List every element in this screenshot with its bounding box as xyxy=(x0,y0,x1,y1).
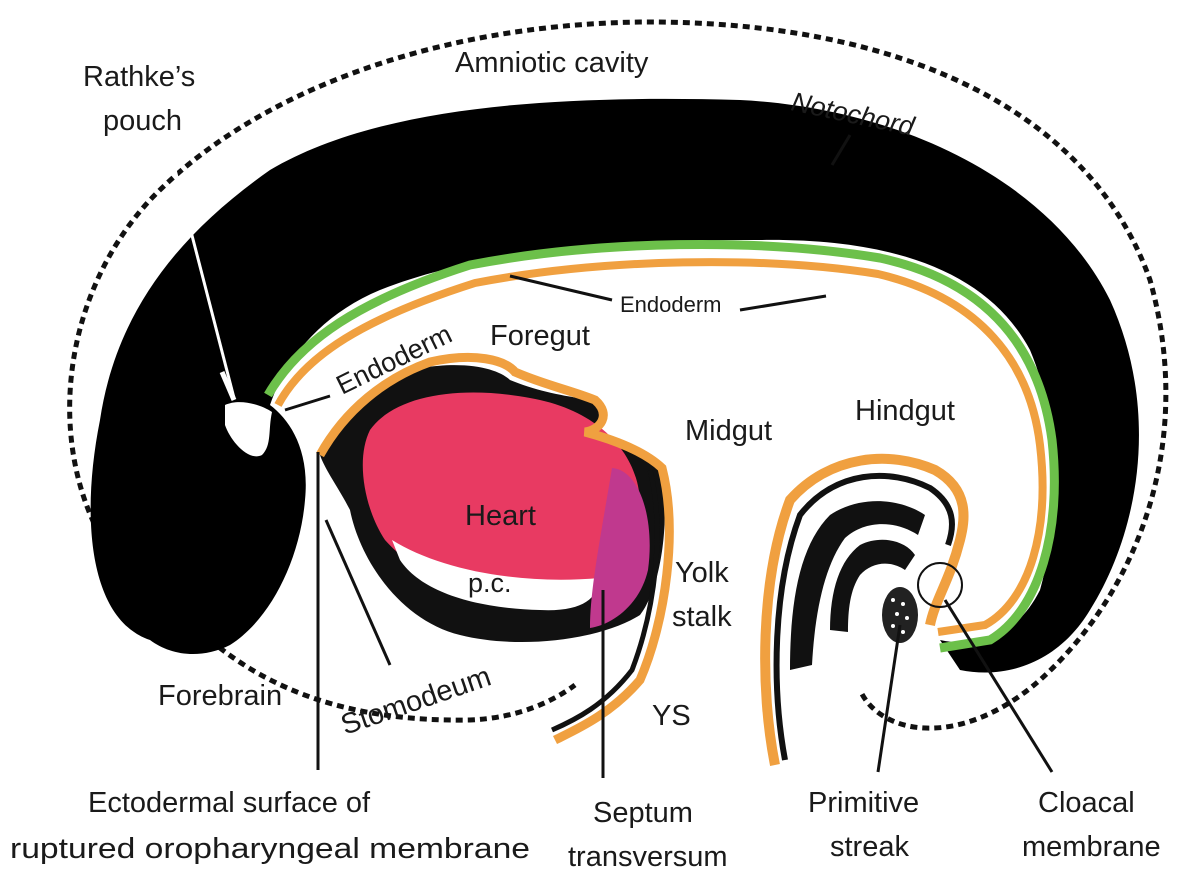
label-primitive-streak-line1: Primitive xyxy=(808,787,919,819)
label-septum-line1: Septum xyxy=(593,797,693,829)
label-septum-line2: transversum xyxy=(568,841,728,873)
label-midgut: Midgut xyxy=(685,415,772,447)
label-rathkes-pouch-line2: pouch xyxy=(103,105,182,137)
label-hindgut: Hindgut xyxy=(855,395,955,427)
label-foregut: Foregut xyxy=(490,320,590,352)
leader-endoderm-left xyxy=(285,396,330,410)
label-rathkes-pouch-line1: Rathke’s xyxy=(83,61,195,93)
leader-primitive-streak xyxy=(878,625,900,772)
label-pericardial-cavity: p.c. xyxy=(468,568,512,598)
leader-endoderm-upper-left xyxy=(510,276,612,300)
label-ectodermal-line2: ruptured oropharyngeal membrane xyxy=(10,833,530,865)
label-amniotic-cavity: Amniotic cavity xyxy=(455,47,649,79)
label-yolk-stalk-line1: Yolk xyxy=(675,557,729,589)
label-yolk-stalk-line2: stalk xyxy=(672,601,732,633)
label-yolk-sac: YS xyxy=(652,700,691,732)
label-cloacal-membrane-line2: membrane xyxy=(1022,831,1161,863)
label-endoderm-upper: Endoderm xyxy=(620,292,722,317)
leader-endoderm-upper-right xyxy=(740,296,826,310)
label-cloacal-membrane-line1: Cloacal xyxy=(1038,787,1135,819)
label-stomodeum: Stomodeum xyxy=(337,660,495,741)
label-primitive-streak-line2: streak xyxy=(830,831,909,863)
hindgut-black-band-1 xyxy=(790,501,925,670)
label-heart: Heart xyxy=(465,500,536,532)
label-forebrain: Forebrain xyxy=(158,680,282,712)
label-ectodermal-line1: Ectodermal surface of xyxy=(88,787,371,819)
